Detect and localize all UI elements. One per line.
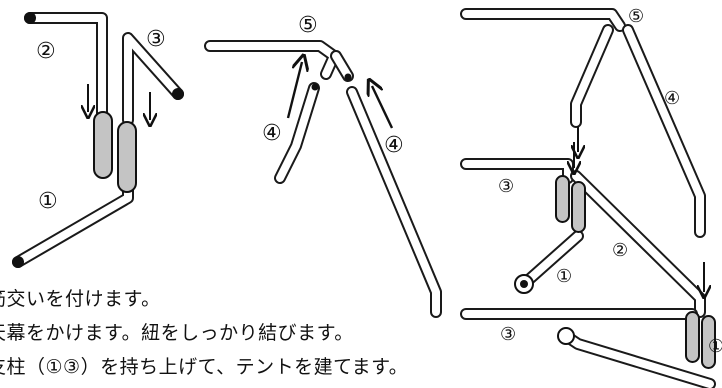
label-4: ④ [262, 121, 282, 146]
instruction-line-2: 天幕をかけます。紐をしっかり結びます。 [0, 322, 354, 344]
label-4: ④ [384, 133, 404, 158]
joint-sleeve [571, 181, 586, 233]
ridge-pole-5 [204, 40, 354, 82]
instruction-line-3: 支柱（①③）を持ち上げて、テントを建てます。 [0, 356, 409, 378]
instruction-line-1: 筋交いを付けます。 [0, 288, 161, 310]
pole-3 [460, 158, 574, 184]
panel-2-connect-braces: ⑤ ④ ④ [204, 13, 442, 318]
pole-2 [24, 12, 108, 124]
brace-4 [570, 24, 706, 238]
label-1: ① [556, 266, 572, 287]
pole-3 [122, 32, 184, 126]
label-3: ③ [500, 324, 516, 345]
connect-arrow [286, 62, 302, 119]
panel-1-insert-poles: ② ③ ① [12, 12, 184, 268]
pole-1 [514, 230, 584, 294]
pole-1 [12, 174, 134, 268]
brace-4-right [346, 86, 442, 318]
ridge-pole-5 [460, 8, 626, 32]
label-1: ① [708, 336, 722, 357]
label-4: ④ [664, 88, 680, 109]
joint-sleeve [117, 121, 137, 193]
panel-3-full-frame: ⑤ ④ ③ ② ① ③ ① [460, 6, 722, 388]
pole-1-bottom [557, 327, 716, 388]
label-3: ③ [498, 176, 514, 197]
joint-sleeve [701, 315, 716, 369]
label-2: ② [36, 39, 56, 64]
joint-sleeve [685, 311, 700, 363]
brace-4-left [274, 82, 320, 184]
pole-2 [570, 170, 706, 318]
label-2: ② [612, 240, 628, 261]
joint-sleeve [555, 175, 570, 223]
joint-sleeve [93, 111, 113, 179]
label-5: ⑤ [628, 6, 644, 27]
label-5: ⑤ [298, 13, 318, 38]
label-1: ① [38, 189, 58, 214]
label-3: ③ [146, 27, 166, 52]
connect-arrow [372, 86, 394, 129]
